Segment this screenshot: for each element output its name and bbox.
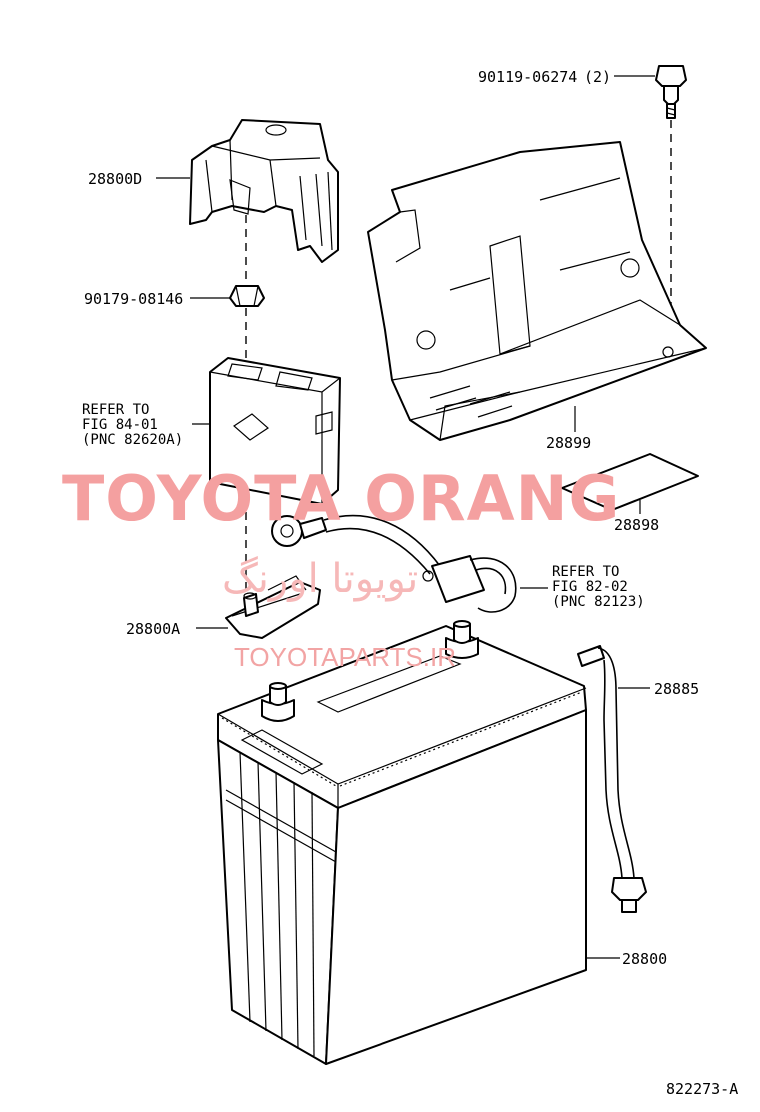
label-pad: 28898 [614, 516, 659, 534]
fuse-block [209, 357, 341, 505]
nut-90179-08146 [229, 285, 265, 307]
watermark-site: TOYOTAPARTS.IR [234, 642, 456, 672]
bolt-90119-06274 [655, 65, 687, 119]
label-refer-a-3: (PNC 82620A) [82, 432, 183, 448]
hold-down-28800A [225, 575, 321, 639]
label-hold-down: 28800A [126, 620, 180, 638]
label-bolt-top-qty: (2) [584, 68, 611, 86]
battery-tray-28899 [367, 141, 707, 441]
figure-code: 822273-A [666, 1080, 738, 1098]
label-refer-a-1: REFER TO [82, 402, 149, 418]
label-vent-tube: 28885 [654, 680, 699, 698]
negative-cable [271, 514, 517, 613]
label-clamp: 28800D [88, 170, 142, 188]
label-battery: 28800 [622, 950, 667, 968]
label-tray: 28899 [546, 434, 591, 452]
watermark-persian: تویوتا اورنگ [222, 556, 418, 602]
watermark-main: TOYOTA ORANG [62, 462, 620, 535]
label-refer-b-3: (PNC 82123) [552, 594, 645, 610]
vent-tube-28885 [577, 645, 647, 913]
label-refer-a-2: FIG 84-01 [82, 417, 158, 433]
label-refer-b-2: FIG 82-02 [552, 579, 628, 595]
battery-clamp-28800D [189, 119, 339, 263]
battery-pad-28898 [561, 453, 699, 511]
label-nut: 90179-08146 [84, 290, 183, 308]
label-refer-b-1: REFER TO [552, 564, 619, 580]
label-bolt-top: 90119-06274 [478, 68, 577, 86]
battery-28800 [217, 620, 587, 1065]
terminal-negative [261, 682, 295, 722]
terminal-positive [445, 620, 479, 659]
